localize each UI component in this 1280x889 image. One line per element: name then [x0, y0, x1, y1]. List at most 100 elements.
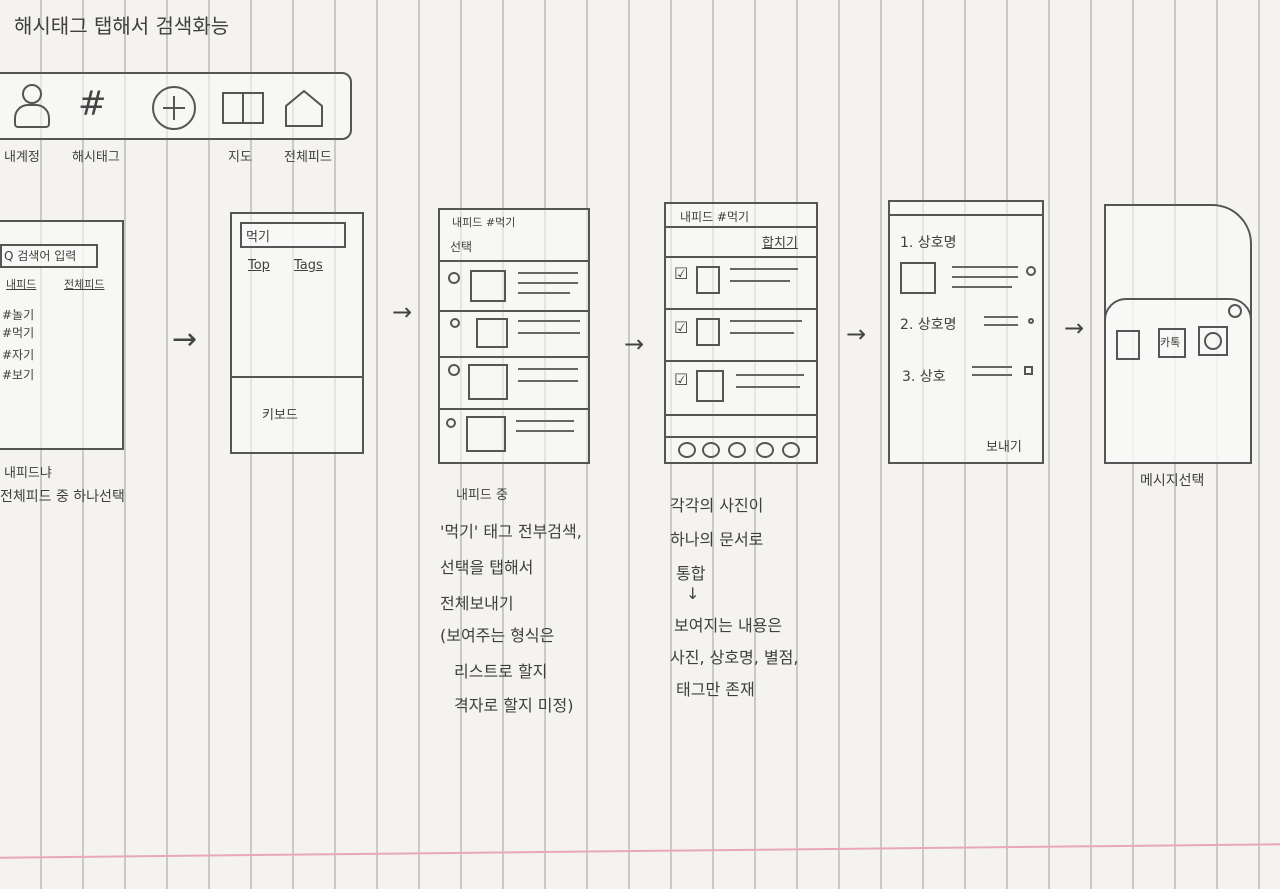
text-line — [984, 324, 1018, 326]
row-divider — [664, 308, 818, 310]
map-icon[interactable] — [222, 92, 266, 126]
tag-item[interactable]: #놀기 — [2, 308, 35, 322]
screen4-note: 통합 — [676, 564, 706, 583]
row-divider — [664, 414, 818, 416]
radio-icon[interactable] — [1028, 318, 1034, 324]
select-button[interactable]: 선택 — [450, 240, 473, 254]
checked-icon[interactable]: ☑ — [674, 370, 689, 389]
screen3-note: 전체보내기 — [440, 594, 514, 613]
hashtag-icon[interactable]: # — [78, 84, 107, 124]
tab-my-feed[interactable]: 내피드 — [6, 278, 37, 291]
tab-top[interactable]: Top — [248, 258, 270, 273]
screen3-header: 내피드 #먹기 — [452, 216, 516, 229]
photo-thumbnail — [696, 370, 724, 402]
photo-thumbnail — [696, 318, 720, 346]
search-input-text: 먹기 — [246, 230, 270, 245]
select-checkbox[interactable] — [448, 272, 460, 284]
screen4-note: 각각의 사진이 — [670, 496, 764, 515]
text-line — [730, 268, 798, 270]
list-item-title: 1. 상호명 — [900, 235, 957, 251]
row-divider — [664, 256, 818, 258]
app-label: 카톡 — [1160, 336, 1181, 349]
nav-label-map: 지도 — [228, 150, 252, 165]
checked-icon[interactable]: ☑ — [674, 264, 689, 283]
flow-arrow: → — [172, 322, 198, 357]
photo-thumbnail — [470, 270, 506, 302]
text-line — [516, 430, 574, 432]
screen3-note: '먹기' 태그 전부검색, — [440, 522, 582, 541]
text-line — [972, 374, 1012, 376]
select-checkbox[interactable] — [450, 318, 460, 328]
photo-thumbnail — [476, 318, 508, 348]
flow-arrow: → — [392, 298, 413, 326]
text-line — [730, 280, 790, 282]
screen3-note: 내피드 중 — [456, 488, 508, 503]
photo-thumbnail — [468, 364, 508, 400]
tab-circle-icon[interactable] — [756, 442, 774, 458]
search-input[interactable] — [240, 222, 346, 248]
screen-5 — [888, 200, 1044, 464]
tab-tags[interactable]: Tags — [294, 258, 323, 273]
tabbar-divider — [664, 436, 818, 438]
screen4-note: 태그만 존재 — [676, 680, 755, 699]
share-sheet — [1104, 298, 1252, 464]
row-divider — [438, 408, 590, 410]
tab-circle-icon[interactable] — [678, 442, 696, 458]
text-line — [518, 282, 578, 284]
kakaotalk-app-icon[interactable] — [1158, 328, 1186, 358]
tag-item[interactable]: #먹기 — [2, 326, 35, 340]
checked-icon[interactable]: ☑ — [674, 318, 689, 337]
screen4-note: ↓ — [686, 584, 700, 603]
text-line — [518, 292, 570, 294]
select-checkbox[interactable] — [448, 364, 460, 376]
radio-icon[interactable] — [1026, 266, 1036, 276]
text-line — [736, 374, 804, 376]
person-icon[interactable] — [14, 84, 50, 130]
share-icon — [1204, 332, 1222, 350]
list-item-title: 3. 상호 — [902, 369, 946, 385]
tag-item[interactable]: #보기 — [2, 368, 35, 382]
send-button[interactable]: 보내기 — [986, 440, 1022, 455]
text-line — [972, 366, 1012, 368]
close-icon[interactable] — [1228, 304, 1242, 318]
tab-circle-icon[interactable] — [702, 442, 720, 458]
screen4-note: 보여지는 내용은 — [674, 616, 783, 635]
list-item-title: 2. 상호명 — [900, 317, 957, 333]
page-title: 해시태그 탭해서 검색화능 — [14, 14, 230, 38]
nav-label-hashtag: 해시태그 — [72, 150, 120, 165]
plus-icon[interactable] — [152, 86, 196, 130]
screen3-note: 리스트로 할지 — [454, 662, 548, 681]
screen3-note: 격자로 할지 미정) — [454, 696, 574, 715]
search-input-text: Q 검색어 입력 — [4, 249, 77, 263]
flow-arrow: → — [846, 320, 867, 348]
photo-thumbnail — [696, 266, 720, 294]
merge-button[interactable]: 합치기 — [762, 236, 798, 251]
radio-icon[interactable] — [1024, 366, 1033, 375]
tag-item[interactable]: #자기 — [2, 348, 35, 362]
tab-all-feed[interactable]: 전체피드 — [64, 278, 105, 291]
text-line — [518, 368, 578, 370]
screen6-note: 메시지선택 — [1140, 473, 1205, 489]
margin-line — [0, 843, 1280, 859]
text-line — [518, 320, 580, 322]
screen1-note: 전체피드 중 하나선택 — [0, 489, 125, 505]
text-line — [518, 272, 578, 274]
search-input[interactable] — [0, 244, 98, 268]
select-checkbox[interactable] — [446, 418, 456, 428]
app-icon[interactable] — [1198, 326, 1228, 356]
row-divider — [438, 310, 590, 312]
screen4-header: 내피드 #먹기 — [680, 210, 750, 224]
home-icon[interactable] — [282, 88, 326, 128]
screen-2 — [230, 212, 364, 454]
keyboard-label: 키보드 — [262, 408, 298, 423]
text-line — [952, 286, 1012, 288]
tab-circle-icon[interactable] — [782, 442, 800, 458]
tab-circle-icon[interactable] — [728, 442, 746, 458]
nav-label-account: 내계정 — [4, 150, 40, 165]
flow-arrow: → — [1064, 314, 1085, 342]
text-line — [516, 420, 574, 422]
photo-thumbnail — [900, 262, 936, 294]
text-line — [736, 386, 800, 388]
photo-thumbnail — [466, 416, 506, 452]
message-app-icon[interactable] — [1116, 330, 1140, 360]
